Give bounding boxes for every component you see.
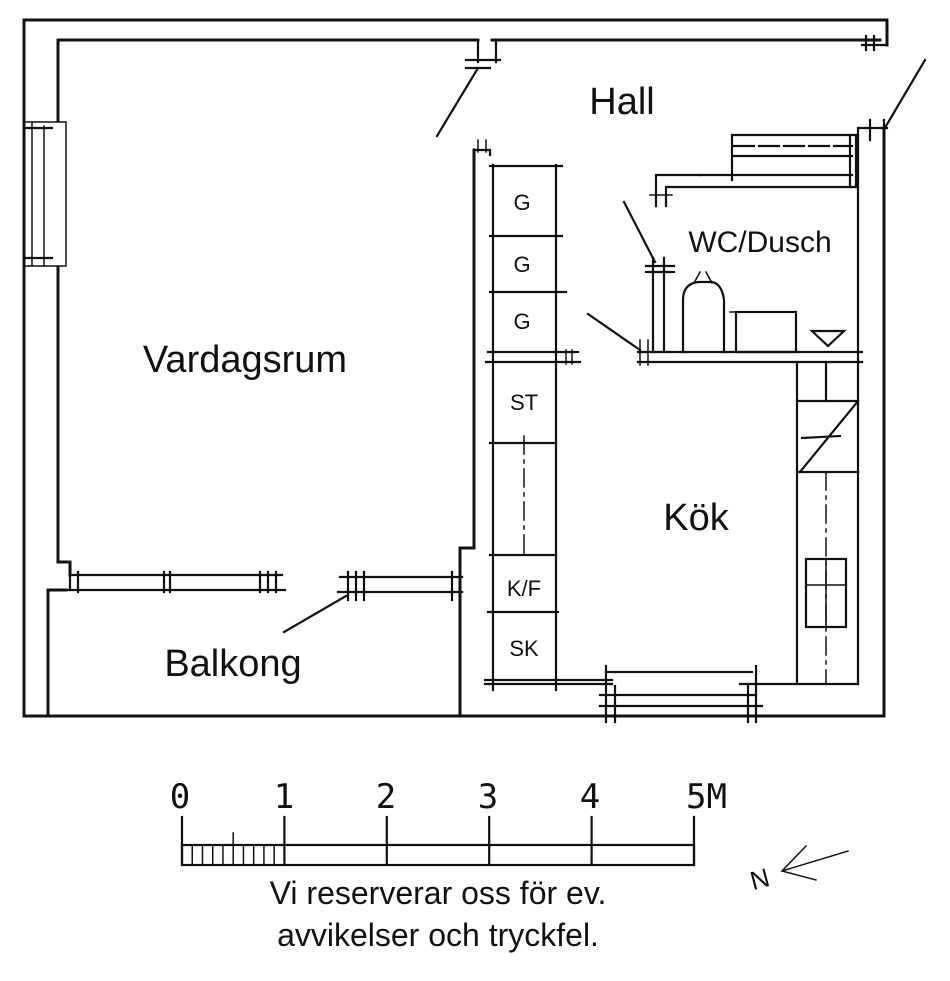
cabinet-label-sk: SK — [509, 636, 539, 661]
cabinet-label-g3: G — [513, 309, 530, 334]
scale-bar — [180, 843, 696, 867]
cabinet-label-kf: K/F — [507, 576, 541, 601]
scale-tick-3: 3 — [478, 777, 498, 817]
room-label-kitchen: Kök — [663, 497, 729, 539]
room-label-living-room: Vardagsrum — [143, 339, 347, 381]
cabinet-label-st: ST — [510, 390, 538, 415]
scale-bar-frame — [180, 843, 696, 867]
interior-wall-kitchen — [458, 139, 492, 577]
scale-tick-0: 0 — [170, 777, 190, 817]
north-label: N — [747, 862, 773, 896]
disclaimer-line-1: Vi reserverar oss för ev. — [270, 875, 607, 911]
scale-tick-1: 1 — [274, 777, 294, 817]
scale-tick-2: 2 — [376, 777, 396, 817]
cabinet-column — [483, 163, 614, 692]
north-arrow: N — [747, 844, 849, 896]
balcony-walls — [46, 570, 464, 718]
scale-tick-4: 4 — [580, 777, 600, 817]
cabinet-label-g1: G — [513, 190, 530, 215]
room-label-hall: Hall — [589, 81, 654, 123]
north-arrow-head — [780, 844, 817, 881]
cabinet-label-g2: G — [513, 252, 530, 277]
hall-door — [435, 38, 502, 138]
scale-tick-5: 5M — [686, 777, 727, 817]
room-label-wc-shower: WC/Dusch — [688, 226, 831, 259]
front-door — [856, 58, 927, 142]
room-label-balcony: Balkong — [164, 643, 301, 685]
kitchen-window — [483, 664, 860, 724]
living-room-window — [22, 121, 67, 267]
north-arrow-shaft — [781, 850, 849, 872]
disclaimer-line-2: avvikelser och tryckfel. — [277, 917, 599, 953]
wc-shower-walls — [586, 133, 864, 366]
kitchen-counter — [795, 350, 860, 686]
